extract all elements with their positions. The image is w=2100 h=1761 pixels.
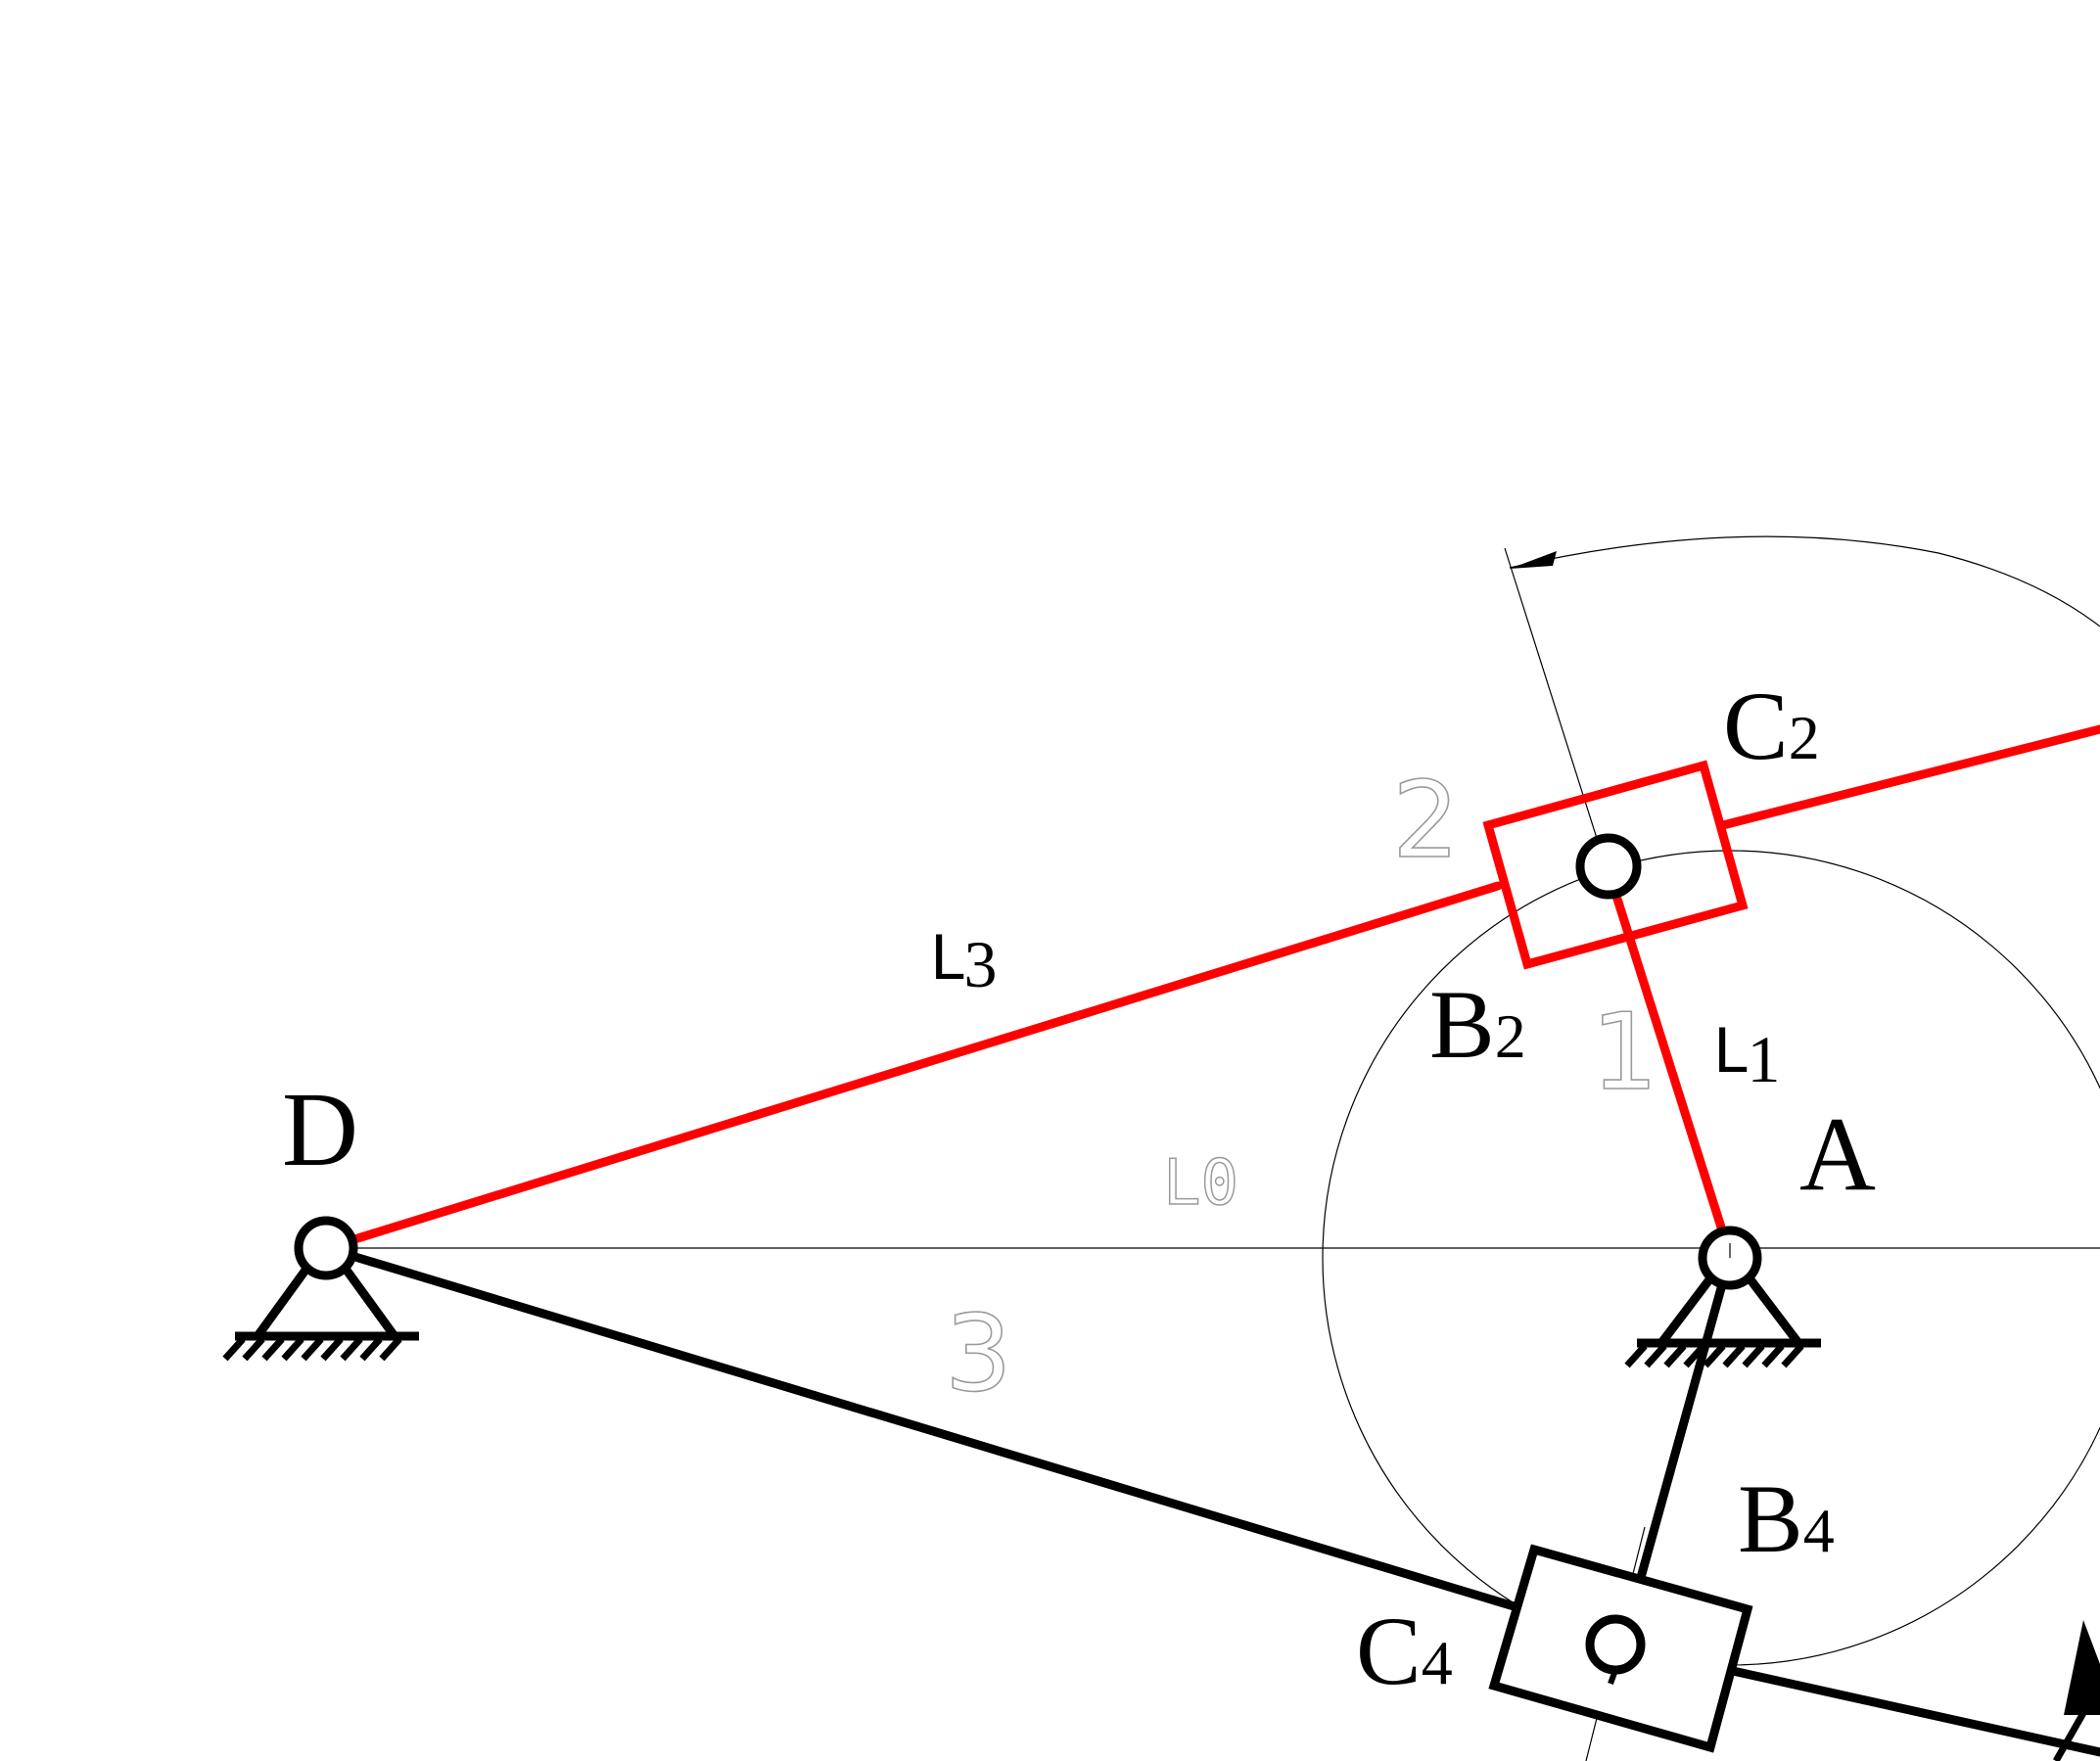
label-link-2: 2	[1392, 760, 1460, 882]
rod-c2-slider-to-right	[1718, 724, 2100, 830]
output-arrow-shaft	[2052, 1711, 2087, 1761]
label-c2: C2	[1723, 672, 1820, 780]
rod-slider-to-right	[1728, 1666, 2100, 1757]
label-l1-sub: 1	[1748, 1022, 1781, 1096]
label-b2-letter: B	[1429, 970, 1495, 1079]
label-c4-letter: C	[1356, 1597, 1422, 1705]
label-l0: L0	[1163, 1147, 1238, 1220]
joint-c4	[1585, 1614, 1646, 1675]
crank-ab2	[1610, 888, 1728, 1238]
label-d: D	[282, 1072, 358, 1188]
joint-d	[294, 1216, 358, 1280]
label-c2-letter: C	[1723, 672, 1789, 780]
label-l3-letter: L	[930, 922, 964, 994]
label-b4: B4	[1738, 1464, 1835, 1573]
label-c4: C4	[1356, 1597, 1453, 1705]
label-l3: L3	[930, 922, 998, 1001]
label-b2-sub: 2	[1495, 1001, 1526, 1071]
angle-arc	[1509, 535, 2100, 627]
label-link-3: 3	[945, 1293, 1012, 1415]
joint-c4-tail	[1608, 1668, 1618, 1686]
pivot-d-leg-left	[254, 1262, 313, 1339]
rod-d-to-c2-slider	[321, 881, 1503, 1253]
link-3-upper	[321, 724, 2100, 1253]
angle-arrowhead	[1510, 551, 1557, 569]
label-a: A	[1799, 1096, 1876, 1213]
ground-pivot-d	[235, 1262, 419, 1341]
ground-hatch-d	[222, 1336, 402, 1362]
label-l0-sub: 0	[1201, 1147, 1239, 1220]
rod-d-to-slider	[321, 1243, 1525, 1613]
slider-c2-block	[1482, 760, 1749, 970]
label-l1-letter: L	[1713, 1015, 1748, 1087]
joint-b2	[1575, 833, 1642, 900]
label-b4-letter: B	[1738, 1464, 1803, 1573]
pivot-a-leg-left	[1657, 1272, 1717, 1346]
output-arrow-head	[2064, 1620, 2100, 1715]
ground-pivot-a	[1637, 1272, 1821, 1348]
label-c4-sub: 4	[1422, 1628, 1453, 1697]
label-b4-sub: 4	[1803, 1496, 1835, 1565]
label-b2: B2	[1429, 970, 1526, 1079]
pivot-a-leg-right	[1743, 1272, 1802, 1346]
ground-hatch-a	[1624, 1343, 1804, 1368]
output-arrow	[2052, 1620, 2100, 1761]
label-l0-letter: L	[1163, 1147, 1201, 1220]
label-l1: L1	[1713, 1015, 1781, 1096]
label-l3-sub: 3	[964, 927, 998, 1001]
label-link-1: 1	[1591, 992, 1658, 1114]
pivot-d-leg-right	[339, 1262, 398, 1339]
label-c2-sub: 2	[1789, 703, 1820, 772]
